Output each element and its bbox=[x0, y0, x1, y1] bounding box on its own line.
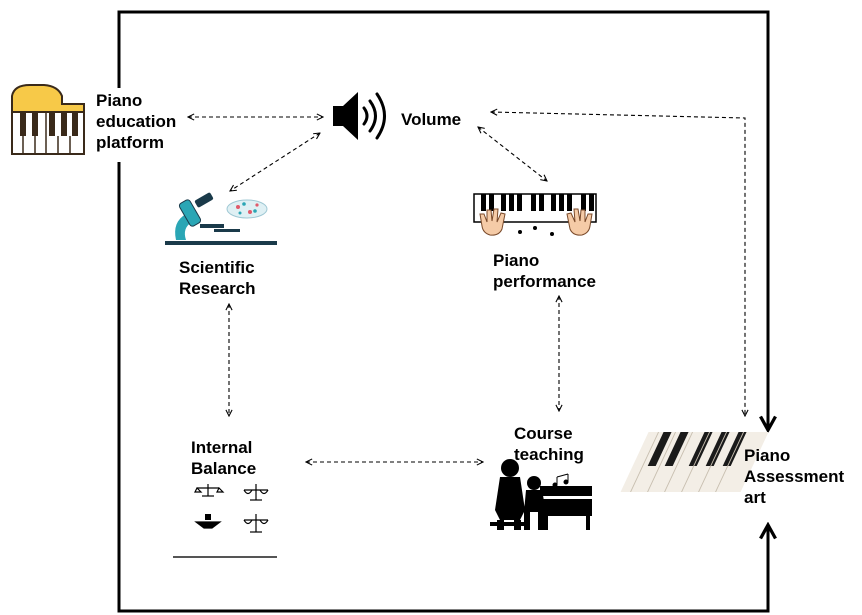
node-label-piano-performance: Piano performance bbox=[493, 250, 596, 292]
label-line: Course bbox=[514, 424, 573, 443]
arrow-volume-research bbox=[230, 133, 320, 191]
label-line: Piano bbox=[96, 91, 143, 110]
node-label-scientific-research: Scientific Research bbox=[179, 257, 256, 299]
label-line: Balance bbox=[191, 459, 257, 478]
piano-hands-icon bbox=[473, 193, 597, 236]
microscope-icon bbox=[165, 192, 277, 245]
node-label-piano-assessment-art: Piano Assessment art bbox=[744, 445, 844, 508]
label-line: Internal bbox=[191, 438, 253, 457]
arrow-volume-assessment bbox=[491, 112, 745, 416]
node-label-internal-balance: Internal Balance bbox=[191, 437, 256, 479]
label-line: teaching bbox=[514, 445, 584, 464]
piano-keys-photo-icon bbox=[620, 432, 769, 492]
label-line: Piano bbox=[744, 446, 791, 465]
node-label-piano-education-platform: Piano education platform bbox=[96, 90, 176, 153]
label-line: Assessment bbox=[744, 467, 845, 486]
label-line: performance bbox=[493, 272, 596, 291]
label-line: Piano bbox=[493, 251, 540, 270]
speaker-icon bbox=[333, 92, 386, 140]
node-label-course-teaching: Course teaching bbox=[514, 423, 584, 465]
label-line: platform bbox=[96, 133, 164, 152]
arrow-volume-performance bbox=[478, 127, 547, 181]
label-line: art bbox=[744, 488, 766, 507]
node-label-volume: Volume bbox=[401, 109, 461, 130]
piano-icon bbox=[11, 84, 85, 155]
balance-scales-icon bbox=[173, 484, 277, 558]
label-line: education bbox=[96, 112, 177, 131]
label-line: Research bbox=[179, 279, 256, 298]
label-line: Volume bbox=[401, 110, 462, 129]
connectors bbox=[188, 112, 745, 462]
outer-frame bbox=[117, 10, 768, 613]
label-line: Scientific bbox=[179, 258, 255, 277]
teacher-student-piano-icon bbox=[490, 459, 594, 530]
